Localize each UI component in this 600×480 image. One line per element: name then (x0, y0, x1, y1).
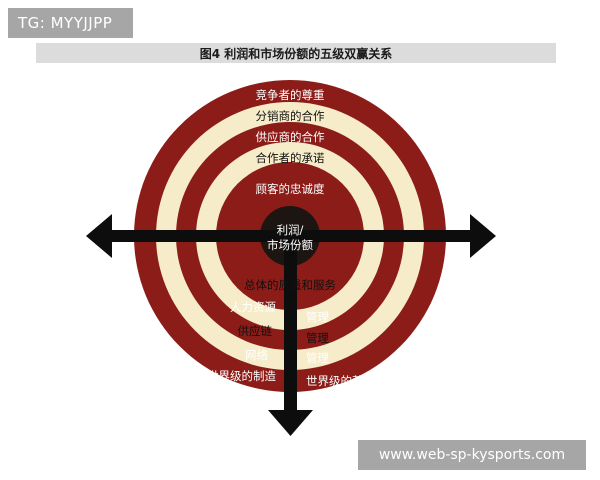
tg-watermark: TG: MYYJJPP (8, 8, 133, 38)
ring-label-distributor-cooperation: 分销商的合作 (256, 109, 325, 123)
label-world-class-marketing: 世界级的营销 (306, 374, 375, 388)
label-management-1: 管理 (306, 310, 329, 324)
left-arrowhead (86, 214, 112, 258)
label-human-resources: 人力资源 (230, 300, 276, 314)
label-overall-quality-service: 总体的质量和服务 (244, 278, 336, 292)
down-arrowhead (268, 410, 313, 436)
arrows (86, 214, 496, 436)
label-world-class-manufacturing: 世界级的制造 (207, 369, 276, 383)
ring-label-customer-loyalty: 顾客的忠诚度 (256, 182, 325, 196)
center-label-line1: 利润/ (277, 223, 304, 237)
url-watermark: www.web-sp-kysports.com (358, 440, 586, 470)
figure-title: 图4 利润和市场份额的五级双赢关系 (36, 43, 556, 63)
right-arrowhead (470, 214, 496, 258)
center-label-line2: 市场份额 (267, 238, 313, 252)
label-supply-chain: 供应链 (238, 324, 273, 338)
label-management-2: 管理 (306, 331, 329, 345)
ring-label-partner-commitment: 合作者的承诺 (256, 151, 325, 165)
ring-label-supplier-cooperation: 供应商的合作 (256, 130, 325, 144)
label-network: 网络 (245, 348, 268, 362)
vertical-arrow-shaft (284, 236, 297, 414)
label-management-3: 管理 (306, 351, 329, 365)
ring-label-competitor-respect: 竞争者的尊重 (256, 88, 325, 102)
